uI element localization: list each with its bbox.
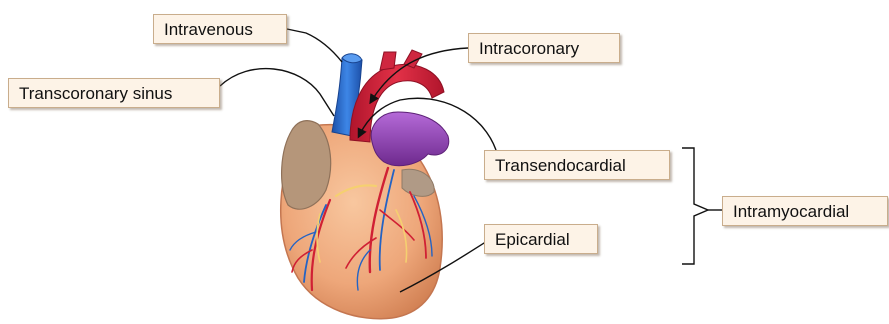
pulmonary-artery: [371, 112, 449, 166]
connector-transcoronary: [220, 69, 334, 116]
intramyocardial-bracket: [682, 148, 708, 264]
label-transcoronary-sinus: Transcoronary sinus: [8, 78, 220, 108]
label-intramyocardial: Intramyocardial: [722, 196, 888, 226]
connector-intravenous: [287, 29, 342, 62]
aorta-branch: [380, 52, 396, 70]
label-epicardial: Epicardial: [484, 224, 598, 254]
label-intravenous: Intravenous: [153, 14, 287, 44]
label-transendocardial: Transendocardial: [484, 150, 670, 180]
label-intracoronary: Intracoronary: [468, 33, 620, 63]
left-atrium: [402, 169, 434, 196]
heart-illustration: [281, 50, 449, 319]
